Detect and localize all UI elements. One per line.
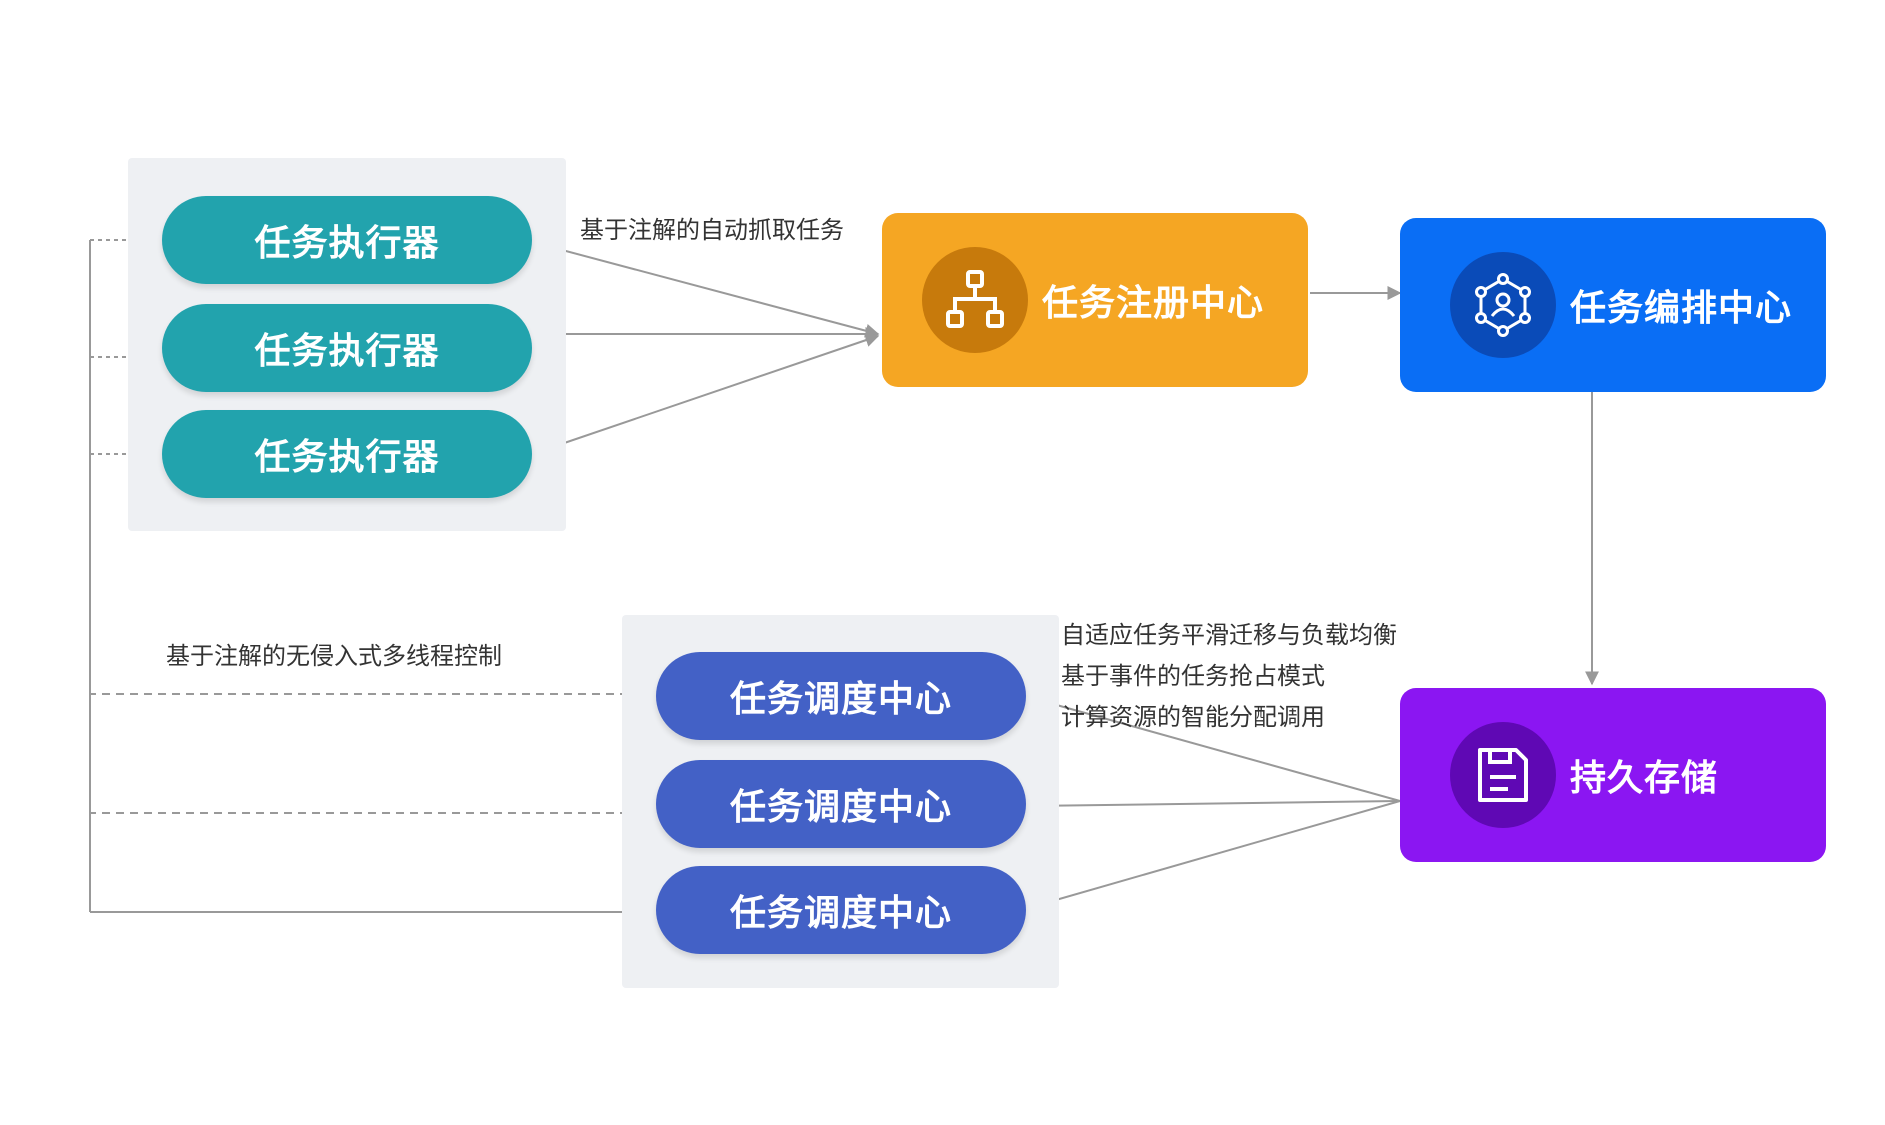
executor-node-2[interactable]: 任务执行器 bbox=[162, 304, 532, 392]
scheduler-node-2[interactable]: 任务调度中心 bbox=[656, 760, 1026, 848]
orchestration-icon-badge bbox=[1450, 252, 1556, 358]
edge-storage-scheduler1 bbox=[1026, 693, 1401, 802]
thread-control-label: 基于注解的无侵入式多线程控制 bbox=[166, 642, 502, 670]
scheduler-node-3[interactable]: 任务调度中心 bbox=[656, 866, 1026, 954]
registry-center-node[interactable]: 任务注册中心 bbox=[882, 213, 1308, 387]
storage-features-label: 自适应任务平滑迁移与负载均衡 基于事件的任务抢占模式 计算资源的智能分配调用 bbox=[1061, 615, 1397, 738]
storage-feature-3: 计算资源的智能分配调用 bbox=[1061, 703, 1325, 731]
executor-node-1[interactable]: 任务执行器 bbox=[162, 196, 532, 284]
storage-icon-badge bbox=[1450, 722, 1556, 828]
edge-executor3-registry bbox=[531, 333, 880, 455]
orchestration-center-label: 任务编排中心 bbox=[1570, 288, 1793, 329]
orchestration-center-node[interactable]: 任务编排中心 bbox=[1400, 218, 1826, 392]
floppy-disk-icon bbox=[1478, 748, 1528, 802]
storage-feature-1: 自适应任务平滑迁移与负载均衡 bbox=[1061, 621, 1397, 649]
network-user-icon bbox=[1475, 273, 1531, 337]
registry-center-label: 任务注册中心 bbox=[1042, 283, 1265, 324]
scheduler-node-1[interactable]: 任务调度中心 bbox=[656, 652, 1026, 740]
storage-node[interactable]: 持久存储 bbox=[1400, 688, 1826, 862]
registry-icon-badge bbox=[922, 247, 1028, 353]
edge-storage-scheduler2 bbox=[1026, 798, 1401, 813]
storage-feature-2: 基于事件的任务抢占模式 bbox=[1061, 662, 1325, 690]
auto-fetch-label: 基于注解的自动抓取任务 bbox=[580, 216, 844, 244]
hierarchy-icon bbox=[946, 270, 1004, 328]
executor-node-3[interactable]: 任务执行器 bbox=[162, 410, 532, 498]
edge-executor1-registry bbox=[531, 241, 880, 338]
edge-storage-scheduler3 bbox=[1026, 800, 1401, 912]
storage-label: 持久存储 bbox=[1570, 758, 1719, 799]
